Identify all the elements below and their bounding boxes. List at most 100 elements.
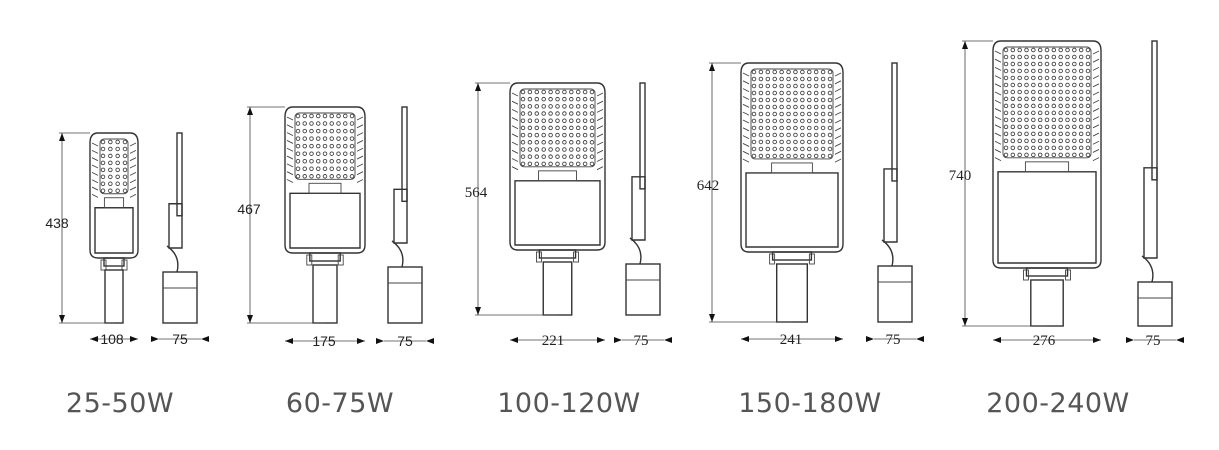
led-chip — [793, 104, 798, 110]
led-chip — [786, 90, 791, 96]
width-label: 108 — [100, 331, 124, 347]
arrow-left-icon — [916, 336, 924, 342]
led-chip — [329, 174, 335, 179]
side-view — [1137, 40, 1173, 327]
side-view — [387, 106, 423, 324]
led-chip — [562, 104, 567, 109]
led-chip — [772, 111, 777, 117]
led-chip — [800, 146, 805, 152]
side-adapter — [387, 266, 423, 324]
led-chip — [1024, 117, 1029, 123]
led-chip — [1085, 61, 1091, 67]
led-chip — [100, 153, 106, 159]
led-chip — [100, 139, 106, 145]
led-chip — [122, 167, 128, 173]
led-chip — [751, 104, 757, 110]
led-chip — [322, 143, 328, 149]
led-chip — [309, 166, 314, 172]
led-chip — [555, 89, 560, 95]
led-chip — [336, 166, 341, 172]
led-chip — [1051, 152, 1057, 158]
led-chip — [786, 111, 791, 117]
led-chip — [772, 97, 777, 103]
height-dimension: 740 — [949, 40, 1047, 327]
led-chip — [1031, 152, 1036, 158]
height-label: 467 — [237, 201, 261, 217]
height-label: 564 — [465, 185, 488, 201]
cooling-fin — [1092, 132, 1100, 137]
cooling-fin — [834, 103, 842, 108]
led-chip — [813, 83, 819, 89]
led-chip — [827, 125, 833, 131]
led-chip — [349, 143, 355, 149]
led-chip — [562, 161, 567, 167]
led-chip — [108, 139, 113, 145]
led-chip — [820, 69, 826, 75]
led-chip — [108, 160, 113, 166]
led-chip — [765, 104, 771, 110]
led-chip — [1017, 124, 1022, 130]
led-chip — [1085, 96, 1091, 102]
led-chip — [1037, 110, 1043, 116]
led-chip — [1010, 68, 1016, 74]
cooling-fin — [834, 72, 842, 77]
led-chip — [562, 118, 567, 123]
led-chip — [1017, 138, 1022, 144]
led-chip — [772, 90, 777, 96]
arrow-down-icon — [709, 314, 715, 322]
height-label: 438 — [45, 215, 69, 231]
cooling-fin — [994, 132, 1002, 137]
cooling-fin — [596, 149, 604, 154]
led-chip — [1065, 96, 1070, 102]
led-chip — [562, 154, 567, 159]
cooling-fin — [91, 194, 99, 198]
led-chip — [329, 113, 335, 119]
led-chip — [575, 132, 581, 138]
cooling-fin — [742, 96, 750, 100]
led-chip — [575, 104, 581, 109]
led-chip — [751, 90, 757, 96]
led-chip — [108, 174, 113, 180]
led-chip — [1058, 82, 1063, 88]
led-chip — [555, 96, 560, 102]
arrow-down-icon — [59, 315, 65, 323]
led-chip — [1024, 152, 1029, 158]
led-chip — [1037, 61, 1043, 67]
cooling-fin — [834, 111, 842, 116]
led-chip — [336, 158, 341, 164]
led-chip — [786, 146, 791, 152]
led-chip — [582, 89, 588, 95]
cooling-fin — [742, 143, 750, 147]
cooling-fin — [596, 141, 604, 146]
led-chip — [772, 153, 777, 159]
led-chip — [1031, 117, 1036, 123]
led-chip — [1017, 47, 1022, 53]
led-chip — [779, 153, 784, 159]
led-chip — [1044, 131, 1050, 137]
led-chip — [302, 128, 308, 134]
led-chip — [1058, 54, 1063, 60]
led-chip — [1010, 47, 1016, 53]
led-chip — [758, 69, 764, 75]
led-chip — [1010, 131, 1016, 137]
arrow-right-icon — [376, 338, 384, 344]
led-chip — [1078, 47, 1084, 53]
led-chip — [575, 147, 581, 152]
led-chip — [1010, 61, 1016, 67]
led-chip — [827, 83, 833, 89]
cooling-fin — [994, 91, 1002, 96]
led-chip — [813, 153, 819, 159]
led-chip — [343, 136, 348, 141]
led-chip — [1072, 61, 1077, 67]
led-panel — [99, 138, 129, 195]
led-chip — [1065, 89, 1070, 95]
led-chip — [1072, 96, 1077, 102]
cooling-fin — [1092, 124, 1100, 129]
cooling-fin — [129, 179, 137, 184]
depth-label: 75 — [172, 331, 188, 347]
led-chip — [1051, 110, 1057, 116]
led-chip — [520, 111, 526, 116]
led-chip — [548, 154, 553, 159]
led-chip — [1010, 89, 1016, 95]
led-chip — [555, 132, 560, 138]
